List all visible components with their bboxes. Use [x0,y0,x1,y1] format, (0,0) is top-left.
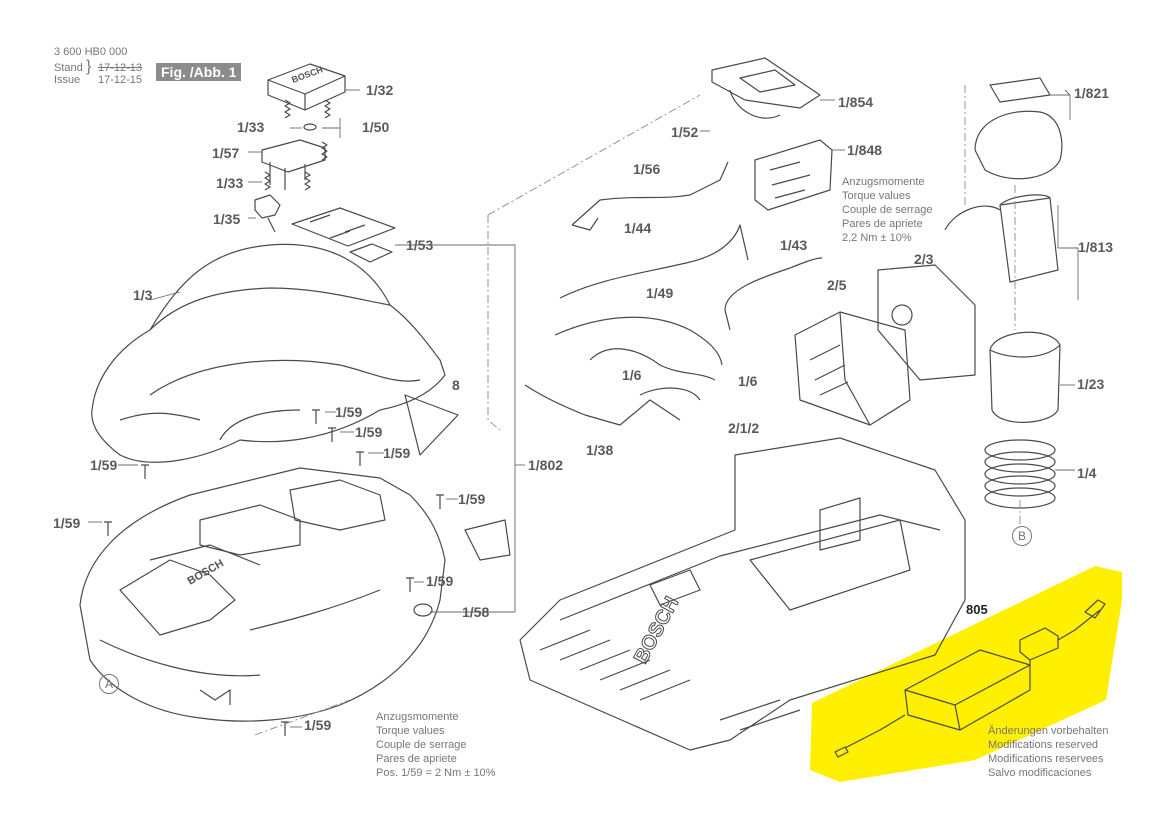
brand-mark-cap: BOSCH [290,64,324,85]
label-1-59-e: 1/59 [458,491,486,507]
part-1-57 [261,139,326,190]
label-1-33-top: 1/33 [237,119,265,135]
lower-housing [79,467,446,722]
label-1-4: 1/4 [1077,465,1097,481]
module-1-854 [711,57,821,119]
box-2-3 [877,264,976,381]
label-1-33-bottom: 1/33 [216,175,244,191]
label-1-35: 1/35 [213,211,241,227]
label-2-3: 2/3 [914,251,934,267]
modifications-note-de: Änderungen vorbehalten [988,725,1109,737]
plate-1-53 [291,207,396,263]
label-8: 8 [452,377,460,393]
label-1-3: 1/3 [133,287,153,303]
stand-date: 17-12-13 [98,62,143,74]
label-1-848: 1/848 [847,142,883,158]
torque-note-top-line-2: Torque values [842,190,911,202]
label-1-854: 1/854 [838,94,874,110]
springs [264,99,331,191]
torque-note-top-line-3: Couple de serrage [842,204,933,216]
issue-label: Issue [54,74,81,86]
torque-note-top-line-4: Pares de apriete [842,218,923,230]
brand-mark-base: BOSCH [630,593,683,667]
label-1-53: 1/53 [406,237,434,253]
torque-note-bottom-line-4: Pares de apriete [376,753,457,765]
chassis-2-1-2 [519,437,966,751]
torque-note-bottom-line-2: Torque values [376,725,445,737]
label-1-59-d: 1/59 [90,457,118,473]
label-1-57: 1/57 [212,145,240,161]
box-2-5 [794,311,911,426]
wedge-part-8 [404,394,511,561]
marker-b: B [1012,526,1032,546]
label-1-59-g: 1/59 [426,573,454,589]
cable-1-44 [559,224,749,299]
label-1-52: 1/52 [671,124,699,140]
label-1-43: 1/43 [780,237,808,253]
stand-label: Stand [54,62,83,74]
label-1-59-c: 1/59 [383,445,411,461]
label-2-5: 2/5 [827,277,847,293]
label-1-49: 1/49 [646,285,674,301]
label-1-6-right: 1/6 [738,373,758,389]
label-1-802: 1/802 [528,457,564,473]
screws-1-59 [104,409,444,736]
cable-1-49 [554,316,723,366]
label-1-38: 1/38 [586,442,614,458]
modifications-note-en: Modifications reserved [988,739,1099,751]
issue-date: 17-12-15 [98,74,143,86]
torque-note-bottom-line-5: Pos. 1/59 = 2 Nm ± 10% [376,767,496,779]
label-1-59-b: 1/59 [355,424,383,440]
label-1-59-f: 1/59 [53,515,81,531]
part-1-35 [254,194,281,233]
torque-note-bottom-line-1: Anzugsmomente [376,711,459,723]
housing-1-23 [989,331,1061,423]
marker-a: A [99,674,119,694]
torque-note-bottom-line-3: Couple de serrage [376,739,467,751]
brace-icon: } [86,58,92,75]
torque-note-top-line-1: Anzugsmomente [842,176,925,188]
cable-1-56 [571,161,729,231]
highlight-805 [810,566,1122,782]
label-1-821: 1/821 [1074,85,1110,101]
cap-part-1-32 [267,63,346,111]
pcb-1-848 [754,139,833,211]
torque-note-top-line-5: 2,2 Nm ± 10% [842,232,912,244]
label-1-6-left: 1/6 [622,367,642,383]
label-1-59-a: 1/59 [335,404,363,420]
label-1-813: 1/813 [1078,239,1114,255]
spring-1-4 [984,439,1056,509]
modifications-note-es: Salvo modificaciones [988,767,1092,779]
motor-1-813 [944,194,1059,283]
label-1-56: 1/56 [633,161,661,177]
label-1-59-h: 1/59 [304,717,332,733]
label-1-44: 1/44 [624,220,652,236]
cable-1-6 [589,348,716,401]
label-1-23: 1/23 [1077,376,1105,392]
cable-1-38 [524,384,681,426]
label-1-58: 1/58 [462,604,490,620]
modifications-note-fr: Modifications reservees [988,753,1104,765]
part-1-821 [974,77,1063,180]
label-1-32: 1/32 [366,82,394,98]
document-number: 3 600 HB0 000 [54,46,128,58]
label-805: 805 [966,602,988,617]
cable-1-43 [724,257,823,331]
label-2-1-2: 2/1/2 [728,420,760,436]
power-supply-805 [834,599,1106,758]
brand-mark-cover: BOSCH [186,557,226,587]
figure-label: Fig. /Abb. 1 [156,63,242,81]
body-cover-1-3 [91,243,446,463]
label-1-50: 1/50 [362,119,390,135]
